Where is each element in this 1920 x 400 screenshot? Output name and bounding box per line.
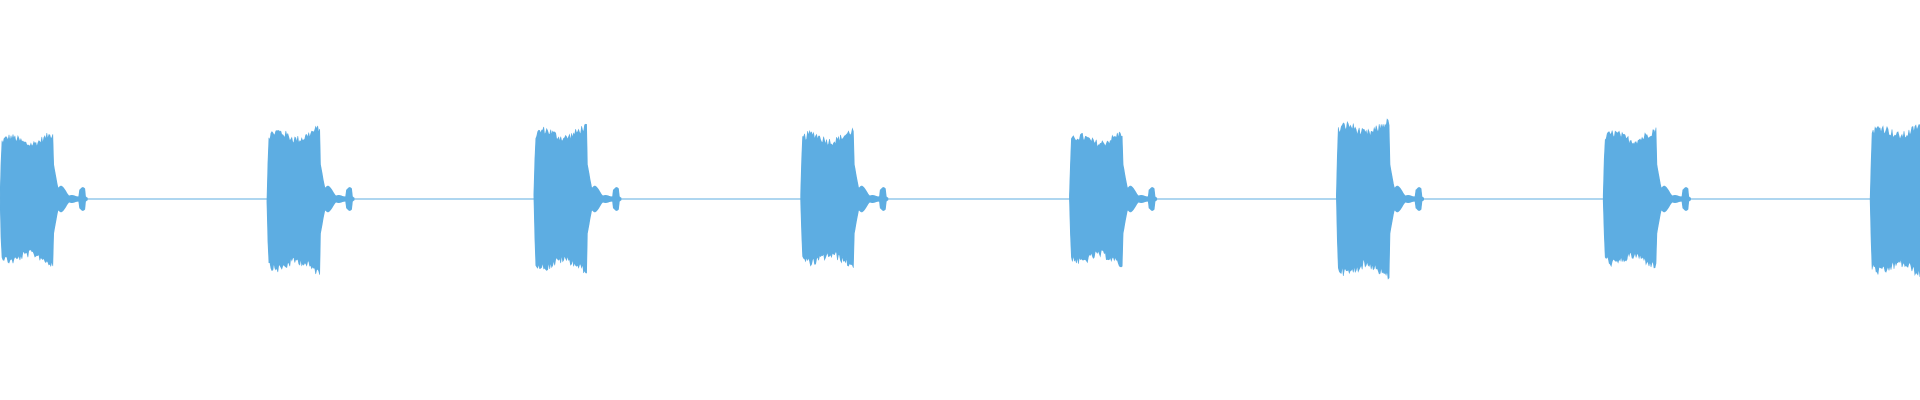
waveform-burst-6 — [1336, 118, 1424, 280]
waveform-bursts — [0, 118, 1920, 280]
waveform-burst-2 — [266, 125, 355, 275]
waveform-burst-5 — [1069, 131, 1158, 268]
waveform-burst-1 — [0, 133, 88, 267]
waveform-burst-7 — [1602, 127, 1691, 269]
waveform-burst-8 — [1869, 124, 1920, 277]
waveform-burst-3 — [533, 123, 622, 274]
waveform-burst-4 — [800, 127, 889, 268]
